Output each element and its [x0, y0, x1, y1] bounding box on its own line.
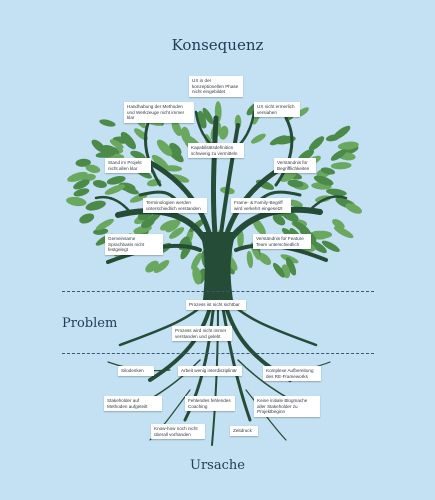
leaf — [202, 107, 214, 125]
leaf — [151, 154, 169, 170]
leaf — [73, 179, 90, 190]
leaf — [237, 229, 244, 249]
leaf — [85, 200, 106, 211]
leaf — [252, 218, 266, 236]
cause-note: Fehlendes fehlendes Coaching — [185, 396, 235, 412]
root — [220, 300, 252, 422]
leaf — [67, 171, 88, 182]
leaf — [330, 149, 347, 161]
leaf — [181, 126, 191, 144]
leaf — [160, 219, 177, 231]
leaf — [309, 240, 327, 254]
heading-cause: Ursache — [190, 458, 245, 473]
leaf — [292, 220, 311, 235]
leaf — [66, 196, 87, 207]
cause-note: Know-how noch nicht überall vorhanden — [151, 424, 205, 440]
leaf — [195, 112, 207, 129]
consequence-note: Handhabung der Methoden und Werkzeuge ni… — [124, 102, 194, 123]
consequence-note: Stand im Projekt nicht allen klar — [105, 158, 151, 174]
leaf — [330, 162, 352, 170]
leaf — [246, 250, 254, 269]
leaf — [129, 193, 148, 203]
cause-note: Keine initiale Blogmache aller Stakehold… — [254, 396, 320, 417]
leaf — [170, 174, 190, 183]
leaf — [171, 119, 182, 137]
leaf — [345, 203, 362, 214]
heading-consequence: Konsequenz — [171, 36, 264, 54]
leaf — [332, 218, 345, 230]
branch — [274, 116, 294, 187]
leaf — [333, 226, 354, 239]
leaf — [95, 218, 114, 231]
leaf — [99, 119, 116, 127]
problem-note: Prozess wird nicht immer verstanden und … — [172, 326, 232, 342]
leaf — [79, 213, 95, 224]
problem-note: Prozess ist nicht sichtbar — [186, 300, 246, 310]
leaf — [145, 260, 159, 273]
leaf — [279, 170, 297, 182]
leaf — [75, 158, 91, 167]
branch — [143, 116, 162, 187]
branch — [308, 195, 348, 212]
leaf — [272, 262, 285, 278]
consequence-note: Frame- & Family-Begriff wird verkehrt ei… — [231, 198, 291, 214]
leaf — [85, 164, 101, 174]
leaf — [156, 139, 173, 157]
consequence-note: Gemeinsame Sprachbasis nicht festgelegt — [105, 234, 163, 255]
root — [245, 389, 287, 441]
leaf — [106, 176, 126, 185]
leaf — [288, 199, 303, 208]
leaf — [109, 139, 124, 149]
cause-note: Zeitdruck — [230, 426, 258, 436]
divider-lower — [62, 353, 374, 354]
branch — [219, 123, 240, 236]
leaf — [92, 180, 107, 188]
heading-problem: Problem — [62, 316, 118, 331]
leaf — [191, 252, 202, 270]
leaf — [285, 257, 297, 276]
leaf — [104, 184, 126, 195]
cause-note: Arbeit wenig interdisziplinär — [178, 366, 242, 376]
consequence-note: Verständnis für Begrifflichkeiten — [274, 158, 316, 174]
leaf — [91, 139, 106, 153]
cause-note: Silodenken — [118, 366, 154, 376]
leaf — [169, 227, 185, 239]
consequence-note: UX in der konzeptionellen Phase nicht ei… — [189, 76, 243, 97]
divider-upper — [62, 291, 374, 292]
leaf — [120, 131, 136, 150]
leaf — [257, 252, 272, 265]
leaf — [141, 217, 155, 229]
leaf — [313, 175, 334, 186]
consequence-note: Verständnis für Feature Team unterschied… — [253, 234, 311, 250]
leaf — [153, 259, 170, 274]
leaf — [95, 151, 116, 158]
leaf — [320, 167, 336, 175]
leaf — [326, 188, 347, 196]
branch — [227, 206, 323, 243]
consequence-note: Kapabilitätsdefinition schwierig zu verm… — [188, 143, 244, 159]
leaf — [287, 179, 304, 188]
leaf — [130, 150, 146, 160]
leaf — [272, 214, 286, 226]
leaf — [308, 136, 325, 151]
leaf — [250, 133, 266, 144]
cause-note: Stakeholder auf Methoden aufgeteilt — [104, 396, 162, 412]
leaf — [219, 125, 229, 140]
leaf — [325, 134, 340, 142]
consequence-note: UX nicht ermerlich versiahen — [254, 102, 300, 118]
leaf — [192, 266, 202, 285]
leaf — [321, 240, 340, 252]
cause-note: Komplexe Aufbereitung des RE-Frameworks — [263, 366, 321, 382]
branch — [210, 115, 219, 237]
leaf — [337, 141, 359, 150]
trunk — [200, 232, 236, 300]
branch — [94, 195, 132, 214]
consequence-note: Terminologien werden unterschiedlich ver… — [143, 198, 207, 214]
leaf — [73, 188, 90, 197]
branch — [142, 157, 213, 239]
